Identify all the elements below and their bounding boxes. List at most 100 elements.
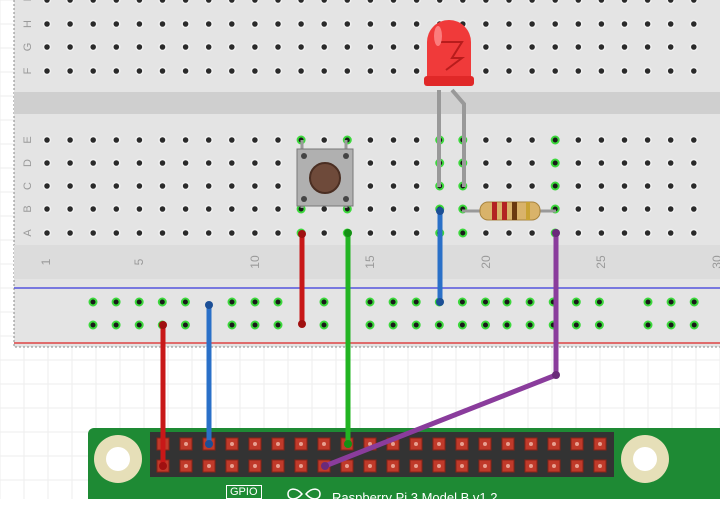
rail-hole bbox=[157, 297, 167, 307]
breadboard-hole bbox=[273, 204, 283, 214]
breadboard-hole bbox=[620, 135, 629, 145]
breadboard-hole bbox=[204, 204, 213, 214]
rail-hole bbox=[525, 320, 535, 330]
column-number: 1 bbox=[39, 258, 53, 265]
breadboard-hole bbox=[250, 228, 260, 238]
row-label: C bbox=[22, 182, 34, 190]
rail-hole bbox=[180, 320, 190, 330]
breadboard-hole bbox=[550, 158, 560, 168]
rail-hole bbox=[457, 320, 467, 330]
rail-hole bbox=[481, 320, 490, 330]
breadboard-hole bbox=[65, 181, 75, 191]
breadboard-hole bbox=[273, 181, 283, 191]
breadboard-hole bbox=[689, 42, 699, 52]
breadboard-hole bbox=[412, 204, 421, 214]
breadboard-hole bbox=[666, 135, 675, 145]
breadboard-hole bbox=[135, 228, 144, 238]
breadboard-hole bbox=[181, 204, 190, 214]
column-number: 20 bbox=[479, 255, 493, 269]
row-label: A bbox=[22, 229, 34, 237]
breadboard-hole bbox=[504, 181, 514, 191]
breadboard-hole bbox=[550, 0, 560, 5]
breadboard-hole bbox=[574, 42, 583, 52]
row-label: I bbox=[22, 0, 34, 2]
breadboard-hole bbox=[112, 19, 121, 29]
breadboard-hole bbox=[366, 42, 375, 52]
breadboard-hole bbox=[412, 19, 421, 29]
row-label: H bbox=[22, 20, 34, 28]
breadboard-hole bbox=[666, 158, 675, 168]
breadboard-hole bbox=[319, 42, 329, 52]
breadboard-hole bbox=[597, 181, 606, 191]
raspberry-logo-icon bbox=[287, 488, 321, 500]
rail-hole bbox=[273, 320, 283, 330]
led-leg-anode bbox=[450, 88, 466, 187]
resistor-body bbox=[479, 201, 541, 221]
breadboard-hole bbox=[135, 135, 144, 145]
breadboard-hole bbox=[366, 135, 375, 145]
rail-hole bbox=[88, 320, 98, 330]
breadboard-hole bbox=[158, 158, 167, 168]
breadboard-hole bbox=[112, 158, 121, 168]
breadboard-hole bbox=[343, 42, 352, 52]
breadboard-hole bbox=[135, 42, 144, 52]
breadboard-hole bbox=[112, 228, 121, 238]
breadboard-hole bbox=[42, 228, 52, 238]
breadboard-hole bbox=[227, 0, 237, 5]
breadboard-hole bbox=[204, 181, 213, 191]
center-channel bbox=[14, 92, 720, 114]
breadboard-hole bbox=[550, 135, 560, 145]
rail-hole bbox=[411, 320, 421, 330]
breadboard-hole bbox=[250, 42, 260, 52]
breadboard-hole bbox=[620, 42, 629, 52]
breadboard-hole bbox=[65, 228, 75, 238]
breadboard-hole bbox=[481, 0, 491, 5]
breadboard-hole bbox=[273, 135, 283, 145]
breadboard-hole bbox=[250, 181, 260, 191]
breadboard-hole bbox=[666, 228, 675, 238]
breadboard-hole bbox=[597, 204, 606, 214]
breadboard-hole bbox=[88, 66, 98, 76]
rail-hole bbox=[388, 320, 398, 330]
breadboard-hole bbox=[366, 66, 375, 76]
breadboard-hole bbox=[65, 66, 75, 76]
breadboard-hole bbox=[550, 66, 560, 76]
breadboard-hole bbox=[227, 181, 237, 191]
rail-hole bbox=[134, 320, 144, 330]
wires bbox=[159, 207, 560, 470]
breadboard-hole bbox=[481, 135, 491, 145]
rail-hole bbox=[457, 297, 467, 307]
breadboard-hole bbox=[250, 135, 260, 145]
breadboard-hole bbox=[319, 19, 329, 29]
breadboard-hole bbox=[481, 19, 491, 29]
breadboard-hole bbox=[689, 181, 699, 191]
column-number: 15 bbox=[363, 255, 377, 269]
breadboard-hole bbox=[689, 19, 699, 29]
breadboard-hole bbox=[181, 181, 190, 191]
breadboard-hole bbox=[527, 181, 537, 191]
breadboard-hole bbox=[666, 19, 675, 29]
rail-hole bbox=[227, 297, 237, 307]
row-label: B bbox=[22, 205, 34, 212]
rail-hole bbox=[111, 297, 121, 307]
breadboard-hole bbox=[250, 204, 260, 214]
push-button[interactable] bbox=[296, 140, 354, 208]
breadboard-hole bbox=[481, 181, 491, 191]
rail-hole bbox=[689, 320, 699, 330]
breadboard-hole bbox=[158, 135, 167, 145]
breadboard-hole bbox=[112, 135, 121, 145]
breadboard-hole bbox=[227, 19, 237, 29]
rail-hole bbox=[666, 320, 676, 330]
breadboard-hole bbox=[620, 204, 629, 214]
rail-hole bbox=[411, 297, 421, 307]
breadboard-hole bbox=[42, 204, 52, 214]
rail-hole bbox=[319, 320, 329, 330]
breadboard-hole bbox=[597, 66, 606, 76]
breadboard-hole bbox=[689, 158, 699, 168]
breadboard-hole bbox=[597, 228, 606, 238]
breadboard-hole bbox=[65, 158, 75, 168]
breadboard-hole bbox=[620, 66, 629, 76]
breadboard-hole bbox=[319, 0, 329, 5]
breadboard-hole bbox=[112, 181, 121, 191]
